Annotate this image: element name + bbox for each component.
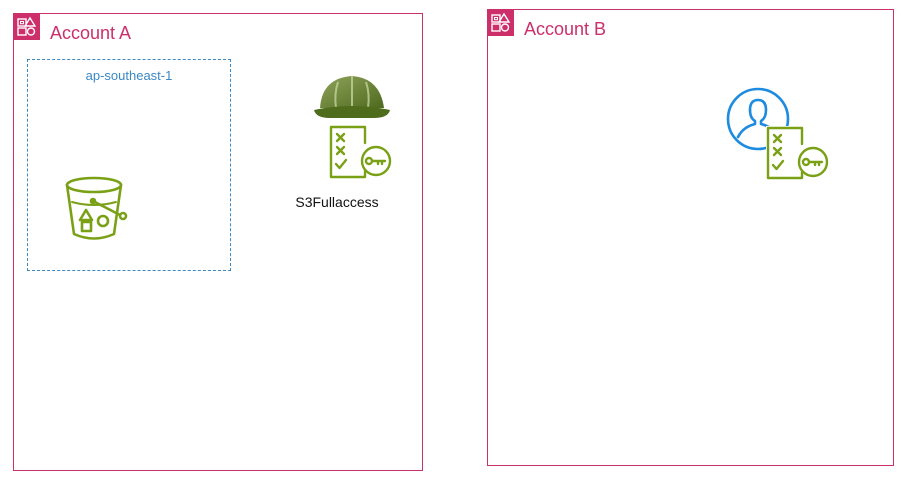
account-a-title: Account A bbox=[50, 23, 132, 43]
region-label: ap-southeast-1 bbox=[85, 68, 173, 83]
iam-policy-key-icon bbox=[766, 126, 830, 189]
iam-role-helmet-icon bbox=[314, 72, 390, 131]
account-b-title: Account B bbox=[524, 19, 607, 39]
iam-policy-key-icon bbox=[329, 125, 393, 188]
s3-bucket-icon bbox=[64, 176, 128, 247]
account-a-container: Account A ap-southeast-1 bbox=[13, 13, 423, 471]
account-b-container: Account B bbox=[487, 9, 894, 466]
role-caption: S3Fullaccess bbox=[295, 194, 379, 210]
region-group: ap-southeast-1 bbox=[27, 59, 231, 271]
aws-account-icon bbox=[487, 9, 514, 36]
aws-account-icon bbox=[13, 13, 40, 40]
